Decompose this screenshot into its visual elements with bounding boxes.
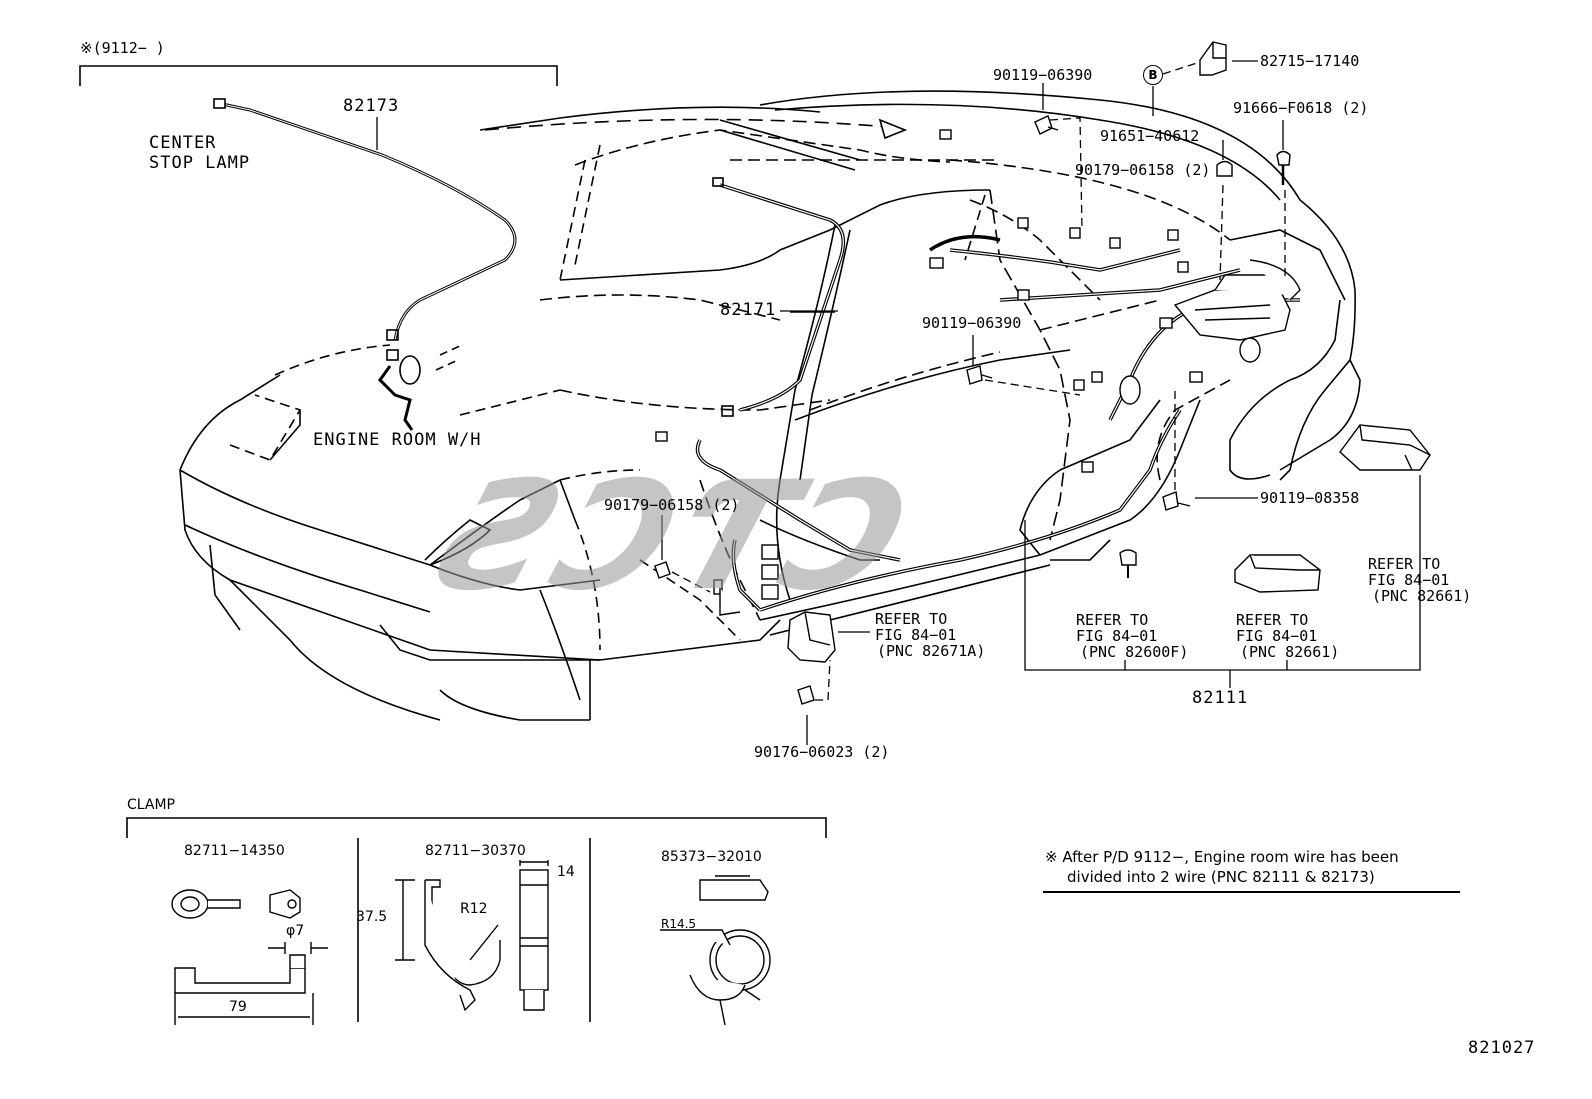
figure-number: 821027 <box>1468 1038 1536 1058</box>
connectors <box>655 129 1261 600</box>
clamp-82711-30370-label: 82711−30370 <box>425 843 526 859</box>
dim-14: 14 <box>557 864 575 880</box>
clamp-82711-30370 <box>395 860 549 1012</box>
refer-82600f-line3: (PNC 82600F) <box>1080 643 1189 661</box>
dim-37-5: 37.5 <box>356 909 388 925</box>
refer-82671a-line1: REFER TO <box>875 610 948 628</box>
clamp-85373-32010 <box>660 875 771 1026</box>
clamp-85373-32010-label: 85373−32010 <box>661 849 762 865</box>
refer-82600f-line2: FIG 84−01 <box>1076 627 1158 645</box>
footnote-line2: divided into 2 wire (PNC 82111 & 82173) <box>1067 868 1375 886</box>
refer-82671a-line3: (PNC 82671A) <box>877 642 986 660</box>
part-82111: 82111 <box>1192 688 1249 708</box>
dim-phi7: φ7 <box>286 923 305 939</box>
dim-79: 79 <box>229 999 247 1015</box>
part-82173: 82173 <box>343 96 400 116</box>
clamp-title: CLAMP <box>127 797 175 813</box>
part-90179-06158-top: 90179−06158 (2) <box>1075 161 1211 179</box>
clamp-bracket <box>126 817 827 838</box>
center-stop-lamp-line2: STOP LAMP <box>149 153 251 173</box>
fasteners <box>654 41 1431 705</box>
refer-82661-center-line1: REFER TO <box>1236 611 1309 629</box>
engine-room-wh: ENGINE ROOM W/H <box>313 430 482 450</box>
part-90176-06023: 90176−06023 (2) <box>754 743 890 761</box>
clamp-82711-14350-label: 82711−14350 <box>184 843 285 859</box>
part-90179-06158-left: 90179−06158 (2) <box>604 496 740 514</box>
refer-82600f-line1: REFER TO <box>1076 611 1149 629</box>
part-91666-f0618: 91666−F0618 (2) <box>1233 99 1369 117</box>
footnote-line1: ※ After P/D 9112−, Engine room wire has … <box>1045 848 1399 866</box>
part-82715-17140: 82715−17140 <box>1260 52 1360 70</box>
car-body <box>179 90 1361 721</box>
part-91651-40612: 91651−40612 <box>1100 127 1200 145</box>
refer-82671a-line2: FIG 84−01 <box>875 626 957 644</box>
part-82171: 82171 <box>720 300 777 320</box>
refer-82661-right-line1: REFER TO <box>1368 555 1441 573</box>
refer-82661-right-line2: FIG 84−01 <box>1368 571 1450 589</box>
leader-lines <box>376 60 1421 745</box>
part-90119-06390-mid: 90119−06390 <box>922 314 1022 332</box>
center-stop-lamp-line1: CENTER <box>149 133 217 153</box>
part-90119-08358: 90119−08358 <box>1260 489 1360 507</box>
harness-82173 <box>221 102 517 341</box>
refer-82661-right-line3: (PNC 82661) <box>1372 587 1472 605</box>
dim-r12: R12 <box>460 901 488 917</box>
date-range-note: ※(9112− ) <box>80 39 165 57</box>
header-bracket <box>79 65 558 86</box>
junction-block <box>1173 259 1301 341</box>
dim-r14-5: R14.5 <box>661 917 697 931</box>
watermark: ƧƆƬƆ <box>421 450 937 624</box>
refer-82661-center-line3: (PNC 82661) <box>1240 643 1340 661</box>
reference-b-badge: B <box>1143 65 1163 85</box>
part-90119-06390-top: 90119−06390 <box>993 66 1093 84</box>
refer-82661-center-line2: FIG 84−01 <box>1236 627 1318 645</box>
clamp-82711-14350 <box>171 889 328 1025</box>
